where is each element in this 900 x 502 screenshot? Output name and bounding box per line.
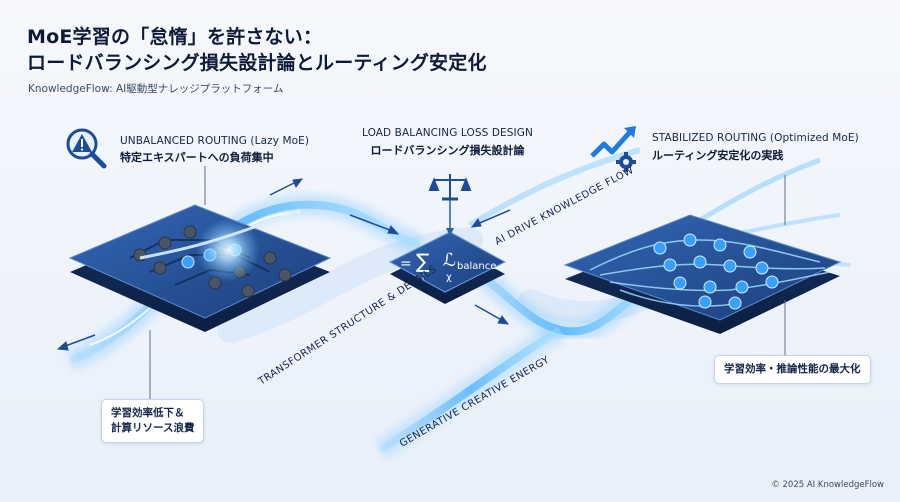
center-panel-label: LOAD BALANCING LOSS DESIGN ロードバランシング損失設計… — [362, 127, 533, 158]
left-panel-label: UNBALANCED ROUTING (Lazy MoE) 特定エキスパートへの… — [120, 135, 309, 165]
warning-magnifier-icon — [66, 128, 107, 169]
formula-sum: ∑ — [416, 249, 430, 273]
trend-up-gear-icon — [590, 126, 636, 172]
right-label-jp: ルーティング安定化の実践 — [652, 149, 784, 162]
page-title: MoE学習の「怠惰」を許さない： ロードバランシング損失設計論とルーティング安定… — [27, 24, 487, 76]
balance-scale-icon — [428, 174, 472, 201]
formula-subscript: balance — [457, 261, 496, 272]
flow-label-generative: GENERATIVE CREATIVE ENERGY — [398, 354, 552, 449]
right-callout: 学習効率・推論性能の最大化 — [714, 355, 871, 384]
left-chip-unbalanced — [68, 204, 332, 332]
left-callout-line-1: 学習効率低下＆ — [111, 407, 185, 419]
center-label-jp: ロードバランシング損失設計論 — [370, 144, 525, 157]
left-label-en: UNBALANCED ROUTING (Lazy MoE) — [120, 135, 310, 147]
left-label-jp: 特定エキスパートへの負荷集中 — [120, 151, 274, 164]
left-callout: 学習効率低下＆ 計算リソース浪費 — [101, 399, 205, 443]
page-subtitle: KnowledgeFlow: AI駆動型ナレッジプラットフォーム — [28, 83, 284, 95]
formula-index: i — [422, 273, 424, 282]
right-chip-stabilized — [563, 214, 842, 334]
center-chip-balance-loss: = ∑ i ℒ balance χ — [388, 200, 507, 304]
leader-lines — [149, 166, 786, 400]
title-line-2: ロードバランシング損失設計論とルーティング安定化 — [27, 52, 487, 74]
footer-copyright: © 2025 AI KnowledgeFlow — [771, 480, 884, 490]
formula-loss-symbol: ℒ — [443, 250, 456, 271]
right-label-en: STABILIZED ROUTING (Optimized MoE) — [652, 132, 859, 144]
flow-arrows — [56, 178, 511, 351]
formula-chi: χ — [446, 272, 452, 283]
title-line-1: MoE学習の「怠惰」を許さない： — [27, 26, 323, 48]
formula-equals: = — [400, 256, 412, 272]
center-label-en: LOAD BALANCING LOSS DESIGN — [362, 127, 533, 139]
right-panel-label: STABILIZED ROUTING (Optimized MoE) ルーティン… — [652, 132, 859, 163]
left-callout-line-2: 計算リソース浪費 — [111, 422, 195, 434]
